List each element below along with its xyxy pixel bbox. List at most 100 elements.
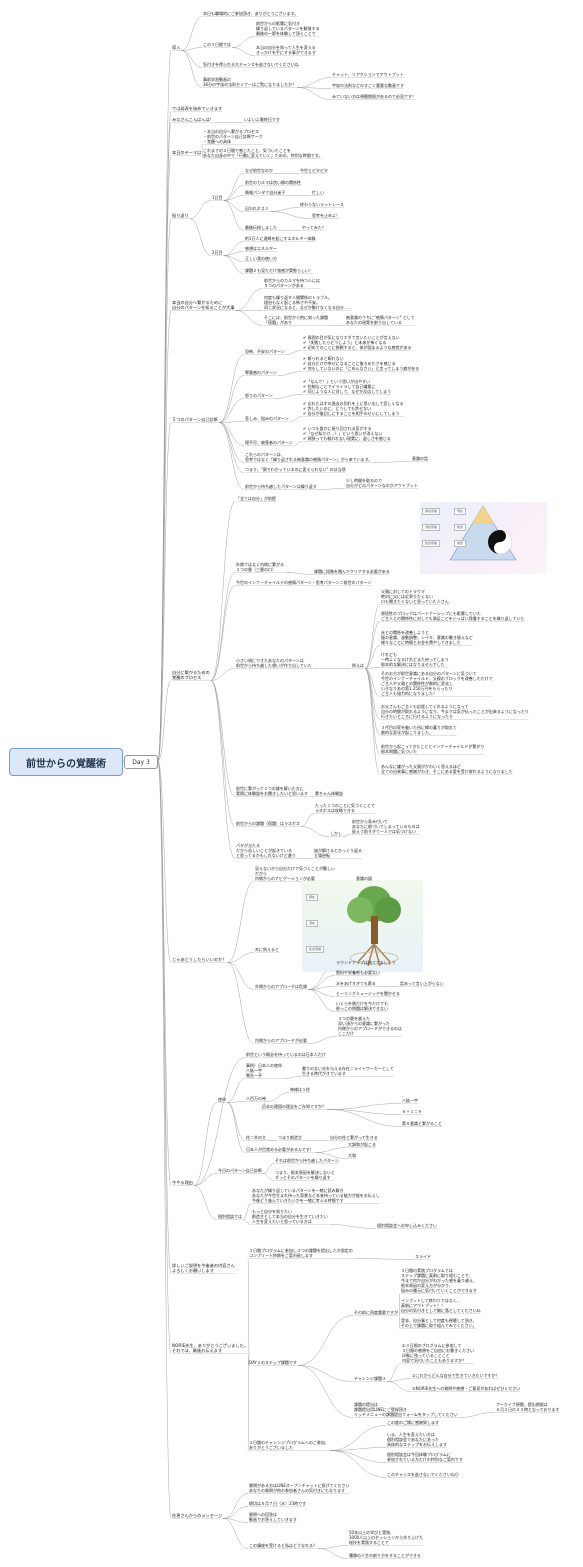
branch-node[interactable]: 見えないから自分だけで気づくことが難しい だから 内側からのナビゲーションが必要 xyxy=(255,866,335,881)
branch-node[interactable]: ✔ いつも誰かに振り回される気がする ✔「なぜ私だけ…？」という思いが消えない … xyxy=(303,426,391,441)
branch-node[interactable]: ３代目の家を継いた所に縁の蓄りが取れて 劇的な変化が起こりました。 xyxy=(381,725,457,735)
branch-node[interactable]: 日本人が目覚める必要があるんです！ xyxy=(246,1147,314,1152)
branch-node[interactable]: 少し時間を取るので 自分がどのパターンなのかアウトプット xyxy=(346,478,418,488)
branch-node[interactable]: アーカイブ視聴、提出期限は ６月２日の２３時となっております xyxy=(496,1402,560,1412)
branch-node[interactable]: あんなに嫌がった父親がかわいく思えるほど 全ての出来事に感謝がわき、そこにある愛… xyxy=(381,764,513,774)
branch-node[interactable]: それは前世から持ち越したパターン xyxy=(275,1158,339,1163)
branch-node[interactable]: ３日間の実践プログラムでは ステップ課題に真剣に取り組むことで、 今まで何か自分… xyxy=(401,1268,477,1293)
branch-node[interactable]: 肥料や栄養剤も必要ない xyxy=(336,970,380,975)
branch-node[interactable]: ３日間のチャレンジプログラムへのご参加、 ありがとうございました xyxy=(249,1440,329,1450)
branch-node[interactable]: 小さい頃にできたあなたのパターンは 前世から持ち越した想いが作り出していた xyxy=(236,658,312,668)
branch-node[interactable]: 外側ではなく内側に繋がる ３つの層（三層の口） xyxy=(236,562,284,572)
branch-node[interactable]: 情報パンダで自分迷子 xyxy=(245,190,286,195)
section-node[interactable]: じゃあどうしたらいいのか？ xyxy=(172,957,227,962)
branch-node[interactable]: パタが当たる だから苦しいことが起きている と思ってるかもしれないけど違う xyxy=(236,843,296,858)
branch-node[interactable]: 是非、自分事として何度も視聴して頂き、 その上で課題に取り組んでみてください。 xyxy=(401,1318,477,1328)
branch-node[interactable]: ✔ 断られると断れない ✔ 自分だけが幸せになることに後ろめたさを感じる ✔ 何… xyxy=(303,356,420,371)
branch-node[interactable]: 前世からの課題（宿題）はラスボス xyxy=(236,821,300,826)
branch-node[interactable]: これらのパターンは、 思考ではなく「繰り返される無意識の感情パターン」から来てい… xyxy=(245,452,373,462)
branch-node[interactable]: 話未って言い上がらない xyxy=(400,981,444,986)
branch-node[interactable]: 前世から条み付いて あなたに根づいてしまっているものは 扱えう前すぎて一人では気… xyxy=(352,819,420,834)
branch-node[interactable]: 番りのない光を与える存在＝ライトワーカーとして 生きる時代がきています xyxy=(302,1066,394,1076)
branch-node[interactable]: 事前学習動画の 36分の宇宙の法則セミナーはご覧になりましたか？ xyxy=(203,77,297,87)
branch-node[interactable]: 薫ちゃん体験談 xyxy=(315,791,343,796)
branch-node[interactable]: 大調和が起こる xyxy=(348,1142,376,1147)
branch-node[interactable]: そのお方が前世意識にある自分のパターンに気づいて 今世のインナーチャイルド、父親… xyxy=(381,671,493,696)
branch-node[interactable]: ・本当の自分へ繋がるプロセス ・前世のパターン自己診断ワーク ・覚醒への具体 xyxy=(203,129,263,144)
branch-node[interactable]: つまり、根本原因を解決しないと ずっとそのパターンを繰り返す xyxy=(275,1170,335,1180)
branch-node[interactable]: 思考を止めよ！ xyxy=(312,213,340,218)
branch-node[interactable]: この度のご縁に感謝致します xyxy=(387,1420,439,1425)
section-node[interactable]: 導入 xyxy=(172,45,181,50)
branch-node[interactable]: 前世から持ち越したパターンは繰り返す xyxy=(245,484,317,489)
branch-node[interactable]: 外側からのアプローチは危険 xyxy=(255,984,307,989)
branch-node[interactable]: 父親に対してのトラウマ 絶対に父には近寄りたくない 口も聞きたくないと思っていた… xyxy=(381,589,449,604)
branch-node[interactable]: 前世という概念を持っているのは日本人だけ xyxy=(246,1052,326,1057)
day-node[interactable]: Day 3 xyxy=(124,755,158,769)
branch-node[interactable]: 前世から起こってきたこととインナーチャイルドが繋がり 根本問題に気づいた xyxy=(381,744,485,754)
branch-node[interactable]: お父さんもご主人も応援してくれるようになって 自分の時間が取れるようになり、今ま… xyxy=(381,704,529,719)
branch-node[interactable]: いま、人生を変えたい方は 個別相談会であなたにあった 具体的なステップをお伝えし… xyxy=(387,1432,447,1447)
branch-node[interactable]: このチャンスを逃さないでくださいね😊 xyxy=(387,1472,459,1477)
branch-node[interactable]: そこには、前世から抱に刻った課題 「宿題」があり xyxy=(264,315,328,325)
branch-node[interactable]: 課題に段階を踏んでクリアする必要がある xyxy=(314,569,390,574)
branch-node[interactable]: 課題２も見ただけ強感が実態らしい！ xyxy=(245,268,313,273)
branch-node[interactable]: 事例）日本人の使命 八紘一宇 需先一乎 xyxy=(246,1063,282,1078)
branch-node[interactable]: 怒りのパターン xyxy=(245,393,273,398)
section-node[interactable]: 本当の自分へ繋がるために 自分のパターンを知ることが大事 xyxy=(172,300,235,310)
branch-node[interactable]: 使命 xyxy=(218,1097,226,1102)
branch-node[interactable]: 第９意識と繋がること xyxy=(402,1121,442,1126)
branch-node[interactable]: 意識の図 xyxy=(356,876,372,881)
branch-node[interactable]: その前に再度重要ですが xyxy=(354,1310,398,1315)
branch-node[interactable]: スライド xyxy=(415,1254,431,1259)
branch-node[interactable]: 理不尽、被害者のパターン xyxy=(245,440,293,445)
branch-node[interactable]: 木に例えると xyxy=(255,947,279,952)
branch-node[interactable]: 本当の自分を知って人生を変える きっかけを手にする事ができます xyxy=(256,45,316,55)
branch-node[interactable]: 締切は５月７日（水）23時です xyxy=(249,1501,307,1506)
section-node[interactable]: 佐恵さんからのメッセージ xyxy=(172,1513,223,1518)
branch-node[interactable]: DAY３のステップ課題です xyxy=(249,1360,297,1365)
branch-node[interactable]: いよいよ最終日です xyxy=(244,117,280,122)
branch-node[interactable]: ヒーリングミュージックを聞かせる xyxy=(336,991,400,996)
branch-node[interactable]: 前世からのカルマを持つ人には ５つのパターンがある xyxy=(264,278,320,288)
branch-node[interactable]: 囚われネズミ xyxy=(245,206,269,211)
branch-node[interactable]: 恐怖、不安のパターン xyxy=(245,349,285,354)
branch-node[interactable]: 原悟性のブロックはパートナーシップにも影響していた ご主人との関係性に対しても満… xyxy=(381,611,525,621)
branch-node[interactable]: 夫との関係を改善しようと 復の意識、波動調整、レイキ、意識の書き換えなど 様々な… xyxy=(381,630,473,645)
branch-node[interactable]: 例えば xyxy=(352,663,364,668)
section-node[interactable]: 今やる理由 xyxy=(172,1180,193,1185)
branch-node[interactable]: 個別相談会は今回体験プログラムに 参加されている方だけの特別なご案内です xyxy=(387,1452,463,1462)
branch-node[interactable]: 何度も繰り返す人間関係のトラブル。 理由もなく起こる怖さや不安。 同じ状況になる… xyxy=(264,295,352,310)
branch-node[interactable]: 意識の話 xyxy=(412,456,428,461)
branch-node[interactable]: ③NORIE先生への質問や感想・ご意見があればぜひください xyxy=(412,1386,521,1391)
branch-node[interactable]: 「全ては自分」が前提 xyxy=(236,496,276,501)
branch-node[interactable]: 八百万の神 xyxy=(246,1096,266,1101)
branch-node[interactable]: みていない方は視聴期限があるので必見です！ xyxy=(332,94,416,99)
branch-node[interactable]: 正しい我の使い方 xyxy=(245,256,277,261)
branch-node[interactable]: 最後伝授しました xyxy=(245,225,277,230)
branch-node[interactable]: 柱＝木の主 xyxy=(246,1135,266,1140)
branch-node[interactable]: たった１つのことに気づくことで ラスボスは攻略できる xyxy=(315,803,375,813)
branch-node[interactable]: これまでの２日間で感じたこと、気づいたことを あなた自身の中で「行動に変えていく… xyxy=(203,148,323,158)
branch-node[interactable]: あなたが繰り返しているパターンを一緒に読み解き あなたが今世生まれ持った背景など… xyxy=(252,1188,380,1203)
section-node[interactable]: 詳しいご説明を今後者の内容さん よろしくお願いします xyxy=(172,1263,235,1273)
branch-node[interactable]: ３日間プログラムに参加し３つの課題を提出した方限定の コンプリート特典をご案内致… xyxy=(249,1248,353,1258)
branch-node[interactable]: 水をあげすぎても腐る xyxy=(336,981,376,986)
branch-node[interactable]: しかし xyxy=(330,831,342,836)
branch-node[interactable]: 今世とピタピタ xyxy=(300,168,328,173)
section-node[interactable]: では発表を始めていきます xyxy=(172,106,223,111)
branch-node[interactable]: 個別相談では xyxy=(218,1214,242,1219)
branch-node[interactable]: ８＋１＝９ xyxy=(402,1109,422,1114)
section-node[interactable]: 振り返り xyxy=(172,213,189,218)
section-node[interactable]: NORIE先生、ありがとうございました。 それでは、最後お伝えます xyxy=(172,1343,249,1353)
branch-node[interactable]: 1日目 xyxy=(212,195,223,200)
branch-node[interactable]: なぜ前世なのか xyxy=(245,168,273,173)
branch-node[interactable]: ３つの層を越えた 深い頂からの意識に繋がった 内側からのアプローチができるのは … xyxy=(338,1016,402,1036)
branch-node[interactable]: 前世からの影響に気付き 繰り返しているパターンを解放する 最後の一節を体験して頂… xyxy=(256,21,320,36)
branch-node[interactable]: 前世に繋がって３つの課を解いた方に 実際に体験談をお聞きしたいと思います xyxy=(236,786,308,796)
branch-node[interactable]: 神様は１柱 xyxy=(290,1087,310,1092)
branch-node[interactable]: チャット、リアクションでアウトプット xyxy=(332,72,404,77)
branch-node[interactable]: 質問への回答は 動画でお答えしていきます xyxy=(249,1512,297,1522)
branch-node[interactable]: 自分の柱と繋がって生きる xyxy=(330,1135,378,1140)
branch-node[interactable]: ①３日間のプログラムに参加して ３日間の感想をご自由にお書きください 印象に残っ… xyxy=(402,1343,474,1363)
